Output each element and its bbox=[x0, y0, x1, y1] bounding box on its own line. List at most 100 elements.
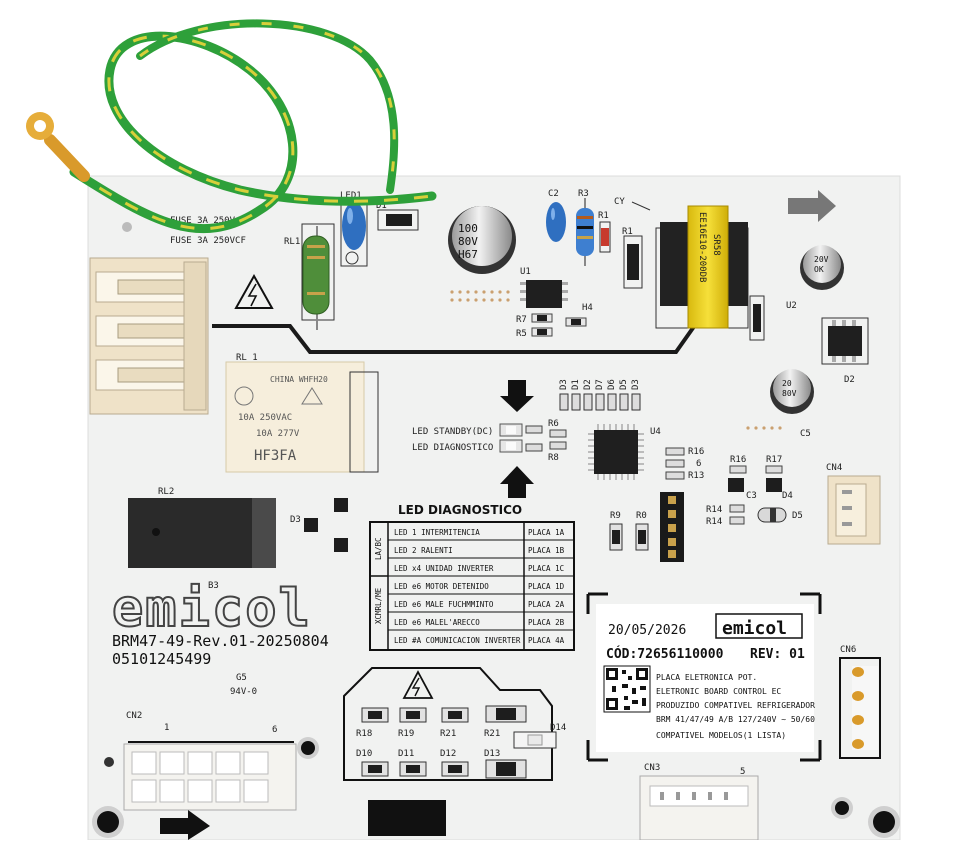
diag-desc: LED e6 MOTOR DETENIDO bbox=[394, 582, 489, 591]
ref-label: R7 bbox=[516, 315, 527, 325]
arrow-down-icon bbox=[500, 380, 534, 412]
ref-label: D2 bbox=[844, 375, 855, 385]
diag-row: LED #A COMUNICACION INVERTER PLACA 4A bbox=[394, 636, 565, 645]
product-label: 20/05/2026 emicol CÓD:72656110000 REV: 0… bbox=[586, 592, 822, 762]
ref-label: D3 bbox=[631, 379, 641, 390]
ref-label: D12 bbox=[440, 749, 456, 759]
ref-label: CN3 bbox=[644, 763, 660, 773]
hv-zone bbox=[343, 667, 553, 781]
resistor-smd bbox=[635, 523, 649, 551]
svg-text:emicol: emicol bbox=[112, 579, 312, 639]
resistor-smd bbox=[485, 759, 527, 779]
ref-label: D11 bbox=[398, 749, 414, 759]
ref-label: R14 bbox=[706, 517, 722, 527]
diag-code: PLACA 2A bbox=[528, 600, 565, 609]
ref-label: D10 bbox=[356, 749, 372, 759]
ref-label: D14 bbox=[550, 723, 566, 733]
ref-label: D4 bbox=[782, 491, 793, 501]
diag-desc: LED e6 MALEL'ARECCO bbox=[394, 618, 480, 627]
ref-label: R13 bbox=[688, 471, 704, 481]
connector-cn3 bbox=[639, 775, 759, 841]
diode-d5 bbox=[757, 507, 787, 523]
fuse-label: FUSE 3A 250VCF bbox=[170, 236, 246, 246]
ref-label: U2 bbox=[786, 301, 797, 311]
ref-label: C2 bbox=[548, 189, 559, 199]
diag-code: PLACA 1D bbox=[528, 582, 565, 591]
resistor-smd bbox=[665, 447, 685, 456]
diag-desc: LED #A COMUNICACION INVERTER bbox=[394, 636, 521, 645]
ref-label: R18 bbox=[356, 729, 372, 739]
ref-label: R1 bbox=[598, 211, 609, 221]
relay-rl2 bbox=[128, 498, 276, 568]
ref-label: CN2 bbox=[126, 711, 142, 721]
resistor-rl1 bbox=[301, 223, 335, 330]
ref-label: CN4 bbox=[826, 463, 842, 473]
resistor-smd bbox=[531, 327, 553, 337]
mounting-hole bbox=[92, 806, 124, 838]
ref-label: R21 bbox=[484, 729, 500, 739]
ref-label: R1 bbox=[622, 227, 633, 237]
ref-label: R16 bbox=[688, 447, 704, 457]
ref-label: D5 bbox=[619, 379, 629, 390]
connector-cn2 bbox=[123, 741, 297, 811]
resistor-smd bbox=[623, 235, 643, 289]
resistor-smd bbox=[441, 761, 469, 777]
electrolytic-capacitor: 20 80V bbox=[770, 369, 814, 414]
transistor bbox=[766, 478, 782, 492]
mounting-hole bbox=[297, 737, 319, 759]
diag-group-label: LA/BC bbox=[374, 537, 383, 560]
ref-label: D3 bbox=[559, 379, 569, 390]
ic-u1 bbox=[520, 280, 568, 308]
transformer-marking: SR58 bbox=[711, 234, 721, 256]
ring-terminal-icon bbox=[26, 112, 90, 182]
ref-label: 94V-0 bbox=[230, 687, 257, 697]
power-connector bbox=[89, 257, 209, 415]
transistor bbox=[728, 478, 744, 492]
ref-label: D13 bbox=[484, 749, 500, 759]
label-rev: REV: 01 bbox=[750, 647, 805, 662]
relay-marking: 10A 277V bbox=[256, 429, 300, 439]
diode-d1 bbox=[377, 209, 419, 231]
ref-label: C5 bbox=[800, 429, 811, 439]
cap-marking: 100 bbox=[458, 222, 478, 235]
pin-label: 1 bbox=[164, 723, 169, 733]
resistor-smd bbox=[729, 516, 745, 525]
resistor-smd bbox=[525, 443, 543, 452]
cap-marking: H67 bbox=[458, 248, 478, 261]
ic-d2 bbox=[821, 317, 869, 365]
ref-label: R16 bbox=[730, 455, 746, 465]
emicol-logo: emicol bbox=[111, 578, 312, 640]
label-date: 20/05/2026 bbox=[608, 623, 686, 638]
ref-label: C3 bbox=[746, 491, 757, 501]
resistor-smd bbox=[485, 705, 527, 723]
diode-row: D3 D1 D2 D7 D6 D5 D3 bbox=[559, 379, 641, 411]
led-diagnostic bbox=[499, 439, 523, 453]
resistor-smd bbox=[399, 707, 427, 723]
diode-d14 bbox=[513, 731, 557, 749]
diag-code: PLACA 4A bbox=[528, 636, 565, 645]
label-line: PRODUZIDO COMPATIVEL REFRIGERADOR bbox=[656, 701, 815, 710]
ref-label: RL1 bbox=[284, 237, 300, 247]
label-cod: CÓD:72656110000 bbox=[606, 646, 724, 662]
resistor-smd bbox=[765, 465, 783, 474]
ref-label: R17 bbox=[766, 455, 782, 465]
ref-label: R3 bbox=[578, 189, 589, 199]
resistor-smd bbox=[729, 465, 747, 474]
ref-label: D6 bbox=[607, 379, 617, 390]
resistor-smd bbox=[441, 707, 469, 723]
capacitor-blue bbox=[546, 202, 566, 242]
transistor bbox=[304, 518, 318, 532]
relay-rl1: CHINA WHFH20 10A 250VAC 10A 277V HF3FA bbox=[225, 361, 379, 473]
resistor-r1 bbox=[599, 221, 611, 253]
label-line: ELETRONIC BOARD CONTROL EC bbox=[656, 687, 781, 696]
mounting-hole bbox=[868, 806, 900, 838]
ref-label: R9 bbox=[610, 511, 621, 521]
connector-cn6 bbox=[839, 657, 881, 759]
ref-label: U4 bbox=[650, 427, 661, 437]
relay-marking: HF3FA bbox=[254, 448, 297, 464]
cap-marking: 20 bbox=[782, 379, 792, 388]
